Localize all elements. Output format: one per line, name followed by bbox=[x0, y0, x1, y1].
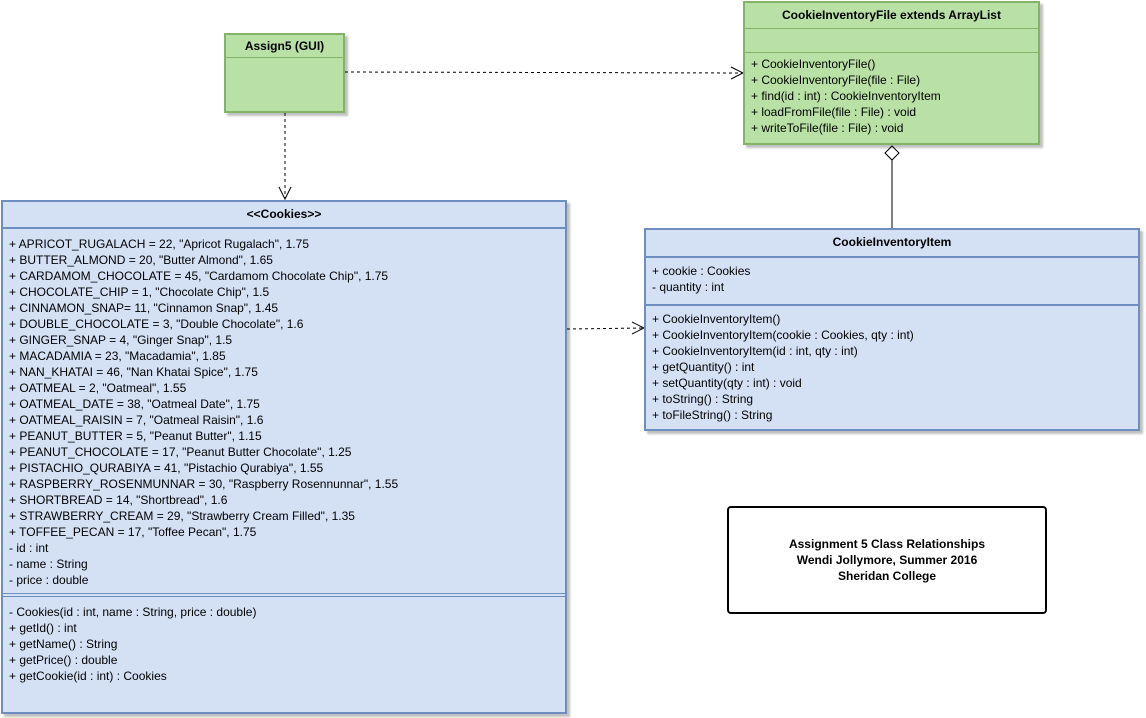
class-inventory-item[interactable]: CookieInventoryItem + cookie : Cookies -… bbox=[644, 228, 1140, 431]
dependency-cookies-to-inventory-item bbox=[566, 327, 645, 330]
class-inventory-file-title: CookieInventoryFile extends ArrayList bbox=[782, 8, 1001, 22]
method-row: + CookieInventoryItem(id : int, qty : in… bbox=[652, 344, 858, 358]
method-row: + CookieInventoryItem(cookie : Cookies, … bbox=[652, 328, 914, 342]
class-cookies-methods: - Cookies(id : int, name : String, price… bbox=[3, 593, 565, 684]
method-row: + toString() : String bbox=[652, 392, 754, 406]
attribute-row: + TOFFEE_PECAN = 17, "Toffee Pecan", 1.7… bbox=[9, 525, 257, 539]
attribute-row: + MACADAMIA = 23, "Macadamia", 1.85 bbox=[9, 349, 226, 363]
attribute-row: + STRAWBERRY_CREAM = 29, "Strawberry Cre… bbox=[9, 509, 355, 523]
attribute-row: + GINGER_SNAP = 4, "Ginger Snap", 1.5 bbox=[9, 333, 233, 347]
attribute-row: + PEANUT_BUTTER = 5, "Peanut Butter", 1.… bbox=[9, 429, 262, 443]
attribute-row: + DOUBLE_CHOCOLATE = 3, "Double Chocolat… bbox=[9, 317, 304, 331]
method-row: + setQuantity(qty : int) : void bbox=[652, 376, 802, 390]
attribute-row: + APRICOT_RUGALACH = 22, "Apricot Rugala… bbox=[9, 237, 309, 251]
class-inventory-file-attributes bbox=[745, 28, 1038, 52]
attribute-row: + SHORTBREAD = 14, "Shortbread", 1.6 bbox=[9, 493, 228, 507]
method-row: + CookieInventoryFile() bbox=[751, 57, 876, 71]
class-cookies-attributes: + APRICOT_RUGALACH = 22, "Apricot Rugala… bbox=[3, 227, 565, 593]
method-row: + getQuantity() : int bbox=[652, 360, 755, 374]
attribute-row: + CHOCOLATE_CHIP = 1, "Chocolate Chip", … bbox=[9, 285, 270, 299]
attribute-row: + PEANUT_CHOCOLATE = 17, "Peanut Butter … bbox=[9, 445, 352, 459]
method-row: - Cookies(id : int, name : String, price… bbox=[9, 605, 257, 619]
class-inventory-item-attributes: + cookie : Cookies - quantity : int bbox=[646, 256, 1138, 304]
class-inventory-item-title: CookieInventoryItem bbox=[832, 235, 952, 249]
attribute-row: + RASPBERRY_ROSENMUNNAR = 30, "Raspberry… bbox=[9, 477, 399, 491]
method-row: + CookieInventoryFile(file : File) bbox=[751, 73, 921, 87]
attribute-row: - name : String bbox=[9, 557, 88, 571]
class-cookies[interactable]: <<Cookies>> + APRICOT_RUGALACH = 22, "Ap… bbox=[1, 200, 567, 714]
attribute-row: - quantity : int bbox=[652, 280, 725, 294]
class-cookies-title: <<Cookies>> bbox=[246, 207, 322, 221]
attribute-row: + BUTTER_ALMOND = 20, "Butter Almond", 1… bbox=[9, 253, 273, 267]
method-row: + toFileString() : String bbox=[652, 408, 773, 422]
credits-note: Assignment 5 Class Relationships Wendi J… bbox=[727, 506, 1047, 614]
attribute-row: + CINNAMON_SNAP= 11, "Cinnamon Snap", 1.… bbox=[9, 301, 279, 315]
attribute-row: + CARDAMOM_CHOCOLATE = 45, "Cardamom Cho… bbox=[9, 269, 389, 283]
method-row: + CookieInventoryItem() bbox=[652, 312, 781, 326]
method-row: + getCookie(id : int) : Cookies bbox=[9, 669, 167, 683]
class-assign5-body bbox=[226, 57, 343, 111]
method-row: + getName() : String bbox=[9, 637, 118, 651]
attribute-row: + cookie : Cookies bbox=[652, 264, 751, 278]
method-row: + loadFromFile(file : File) : void bbox=[751, 105, 917, 119]
note-line: Sheridan College bbox=[837, 569, 937, 583]
attribute-row: + OATMEAL_RAISIN = 7, "Oatmeal Raisin", … bbox=[9, 413, 264, 427]
method-row: + writeToFile(file : File) : void bbox=[751, 121, 904, 135]
attribute-row: + OATMEAL = 2, "Oatmeal", 1.55 bbox=[9, 381, 187, 395]
aggregation-diamond bbox=[884, 145, 900, 161]
method-row: + getId() : int bbox=[9, 621, 77, 635]
attribute-row: + PISTACHIO_QURABIYA = 41, "Pistachio Qu… bbox=[9, 461, 324, 475]
attribute-row: - price : double bbox=[9, 573, 89, 587]
method-row: + find(id : int) : CookieInventoryItem bbox=[751, 89, 941, 103]
note-line: Wendi Jollymore, Summer 2016 bbox=[796, 553, 978, 567]
note-line: Assignment 5 Class Relationships bbox=[788, 537, 986, 551]
class-assign5-title: Assign5 (GUI) bbox=[244, 39, 325, 53]
dependency-assign5-to-inventory-file bbox=[344, 71, 744, 74]
method-row: + getPrice() : double bbox=[9, 653, 118, 667]
class-inventory-file[interactable]: CookieInventoryFile extends ArrayList + … bbox=[743, 1, 1040, 145]
arrowhead-cookies bbox=[278, 186, 292, 201]
attribute-row: - id : int bbox=[9, 541, 49, 555]
class-assign5[interactable]: Assign5 (GUI) bbox=[224, 33, 345, 113]
class-inventory-item-methods: + CookieInventoryItem() + CookieInventor… bbox=[646, 304, 1138, 423]
class-inventory-file-methods: + CookieInventoryFile() + CookieInventor… bbox=[745, 52, 1038, 136]
attribute-row: + NAN_KHATAI = 46, "Nan Khatai Spice", 1… bbox=[9, 365, 258, 379]
attribute-row: + OATMEAL_DATE = 38, "Oatmeal Date", 1.7… bbox=[9, 397, 260, 411]
